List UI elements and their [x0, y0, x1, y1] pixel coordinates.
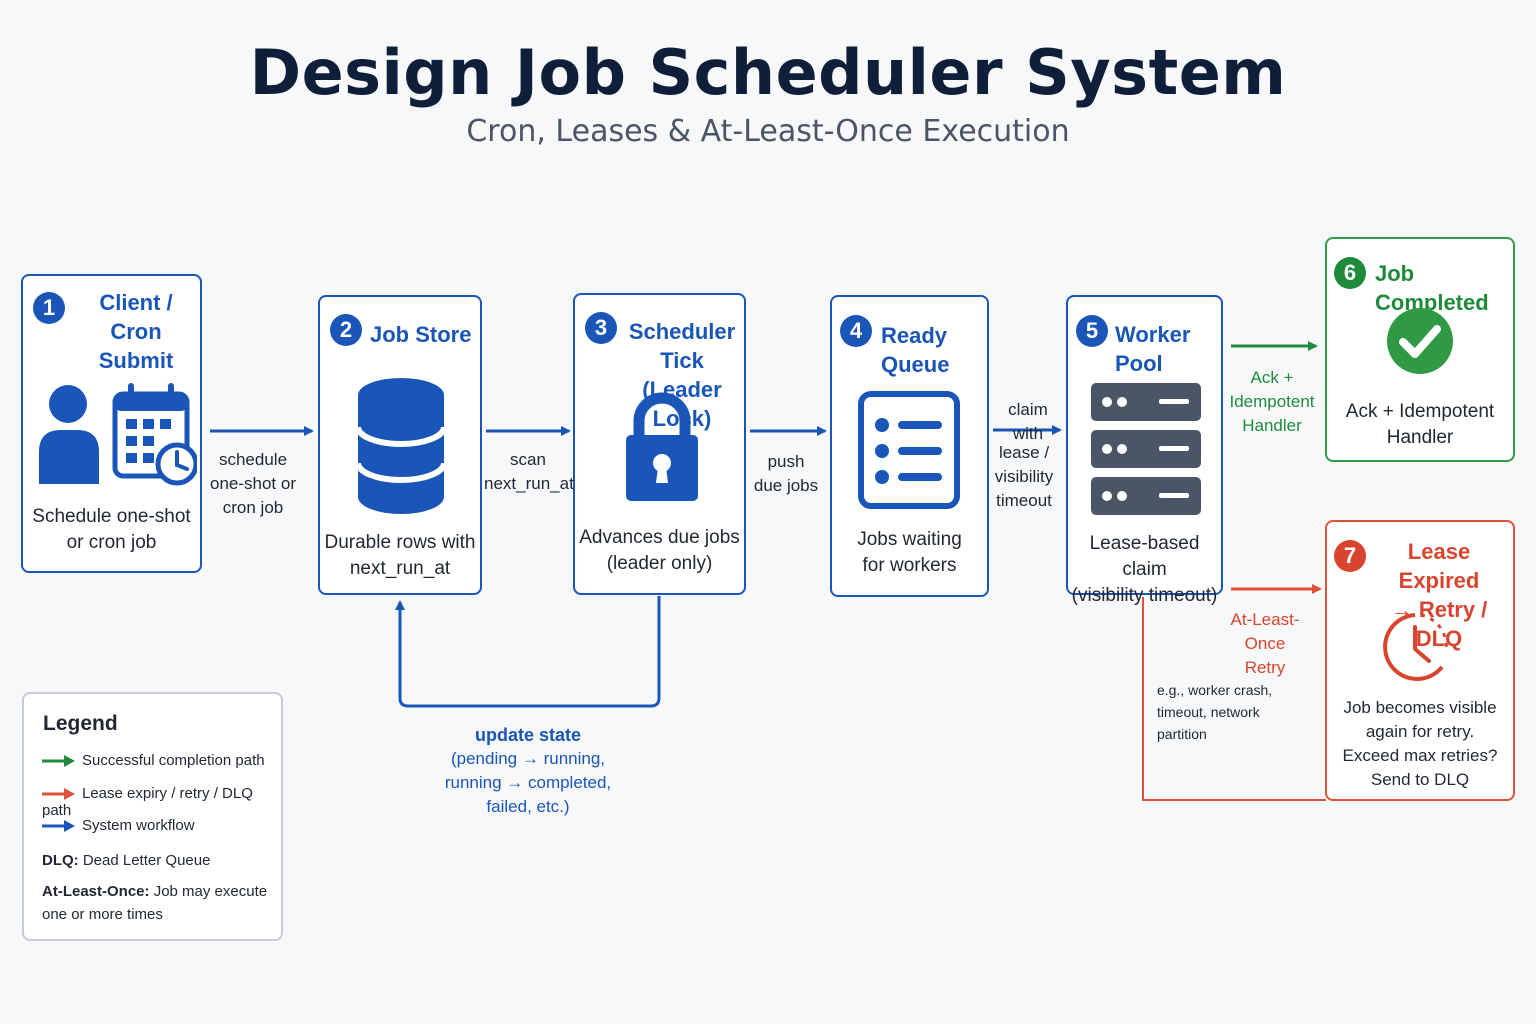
edge-label-ack: Ack + Idempotent Handler — [1229, 368, 1315, 435]
step-number-badge: 1 — [33, 292, 65, 324]
check-circle-icon — [1387, 308, 1453, 374]
legend-dlq-note: DLQ: Dead Letter Queue — [42, 852, 211, 869]
page-title: Design Job Scheduler System — [249, 36, 1287, 109]
list-icon — [858, 391, 960, 509]
step-number-badge: 3 — [585, 312, 617, 344]
step-description: Jobs waiting for workers — [857, 529, 962, 576]
edge-label-at-least-once: At-Least-Once Retry — [1230, 610, 1300, 677]
step-client-cron-submit[interactable]: 1 Client / Cron Submit Schedule one-shot… — [21, 274, 202, 573]
user-calendar-icon — [39, 383, 197, 486]
blue-arrow-icon — [42, 820, 75, 833]
step-description: Durable rows with next_run_at — [324, 532, 476, 579]
edge-update-state-loop — [395, 596, 661, 708]
legend-row-system: System workflow — [42, 817, 195, 834]
step-number-badge: 6 — [1334, 257, 1366, 289]
step-title: Worker Pool — [1115, 322, 1191, 376]
edge-label-schedule: schedule one-shot or cron job — [210, 450, 296, 517]
step-number-badge: 2 — [330, 314, 362, 346]
edge-label-scan: scan next_run_at — [484, 450, 574, 493]
edge-failure-path — [1142, 597, 1326, 801]
step-number-badge: 4 — [840, 315, 872, 347]
step-description: Advances due jobs (leader only) — [579, 527, 740, 574]
server-icon — [1091, 383, 1201, 515]
edge-label-lease-visibility: lease / visibility timeout — [994, 443, 1054, 510]
failure-note: e.g., worker crash, timeout, network par… — [1157, 682, 1273, 742]
step-description: Ack + Idempotent Handler — [1345, 401, 1495, 448]
edge-label-update-state: update state (pending → running, running… — [444, 725, 612, 816]
edge-label-push: push due jobs — [753, 452, 819, 495]
legend-row-success: Successful completion path — [42, 752, 265, 769]
legend: Legend Successful completion path Lease … — [22, 692, 283, 941]
step-scheduler-tick[interactable]: 3 Scheduler Tick (Leader Lock) Advances … — [573, 293, 746, 595]
step-number-badge: 7 — [1334, 540, 1366, 572]
clock-icon — [1383, 613, 1448, 681]
green-arrow-icon — [42, 755, 75, 768]
step-ready-queue[interactable]: 4 Ready Queue Jobs waiting for workers — [830, 295, 989, 597]
step-worker-pool[interactable]: 5 Worker Pool Lease-based claim (visibil… — [1066, 295, 1223, 606]
step-job-completed[interactable]: 6 Job Completed Ack + Idempotent Handler — [1325, 237, 1515, 462]
database-icon — [356, 378, 446, 514]
legend-row-retry: Lease expiry / retry / DLQ path — [42, 785, 253, 819]
step-title: Ready Queue — [881, 323, 950, 377]
lock-icon — [626, 392, 698, 501]
step-title: Client / Cron Submit — [98, 290, 174, 373]
red-arrow-icon — [42, 788, 75, 801]
page-subtitle: Cron, Leases & At-Least-Once Execution — [466, 114, 1070, 149]
step-description: Schedule one-shot or cron job — [32, 506, 191, 553]
step-lease-expired[interactable]: 7 Lease Expired → Retry / DLQ Job become… — [1325, 520, 1515, 801]
step-description: Job becomes visible again for retry. Exc… — [1342, 698, 1498, 789]
step-job-store[interactable]: 2 Job Store Durable rows with next_run_a… — [318, 295, 482, 595]
step-description: Lease-based claim (visibility timeout) — [1071, 533, 1218, 606]
legend-title: Legend — [43, 712, 118, 735]
edge-label-claim-with: claim with — [1008, 400, 1048, 443]
step-number-badge: 5 — [1076, 315, 1108, 347]
step-title: Job Store — [370, 322, 472, 347]
